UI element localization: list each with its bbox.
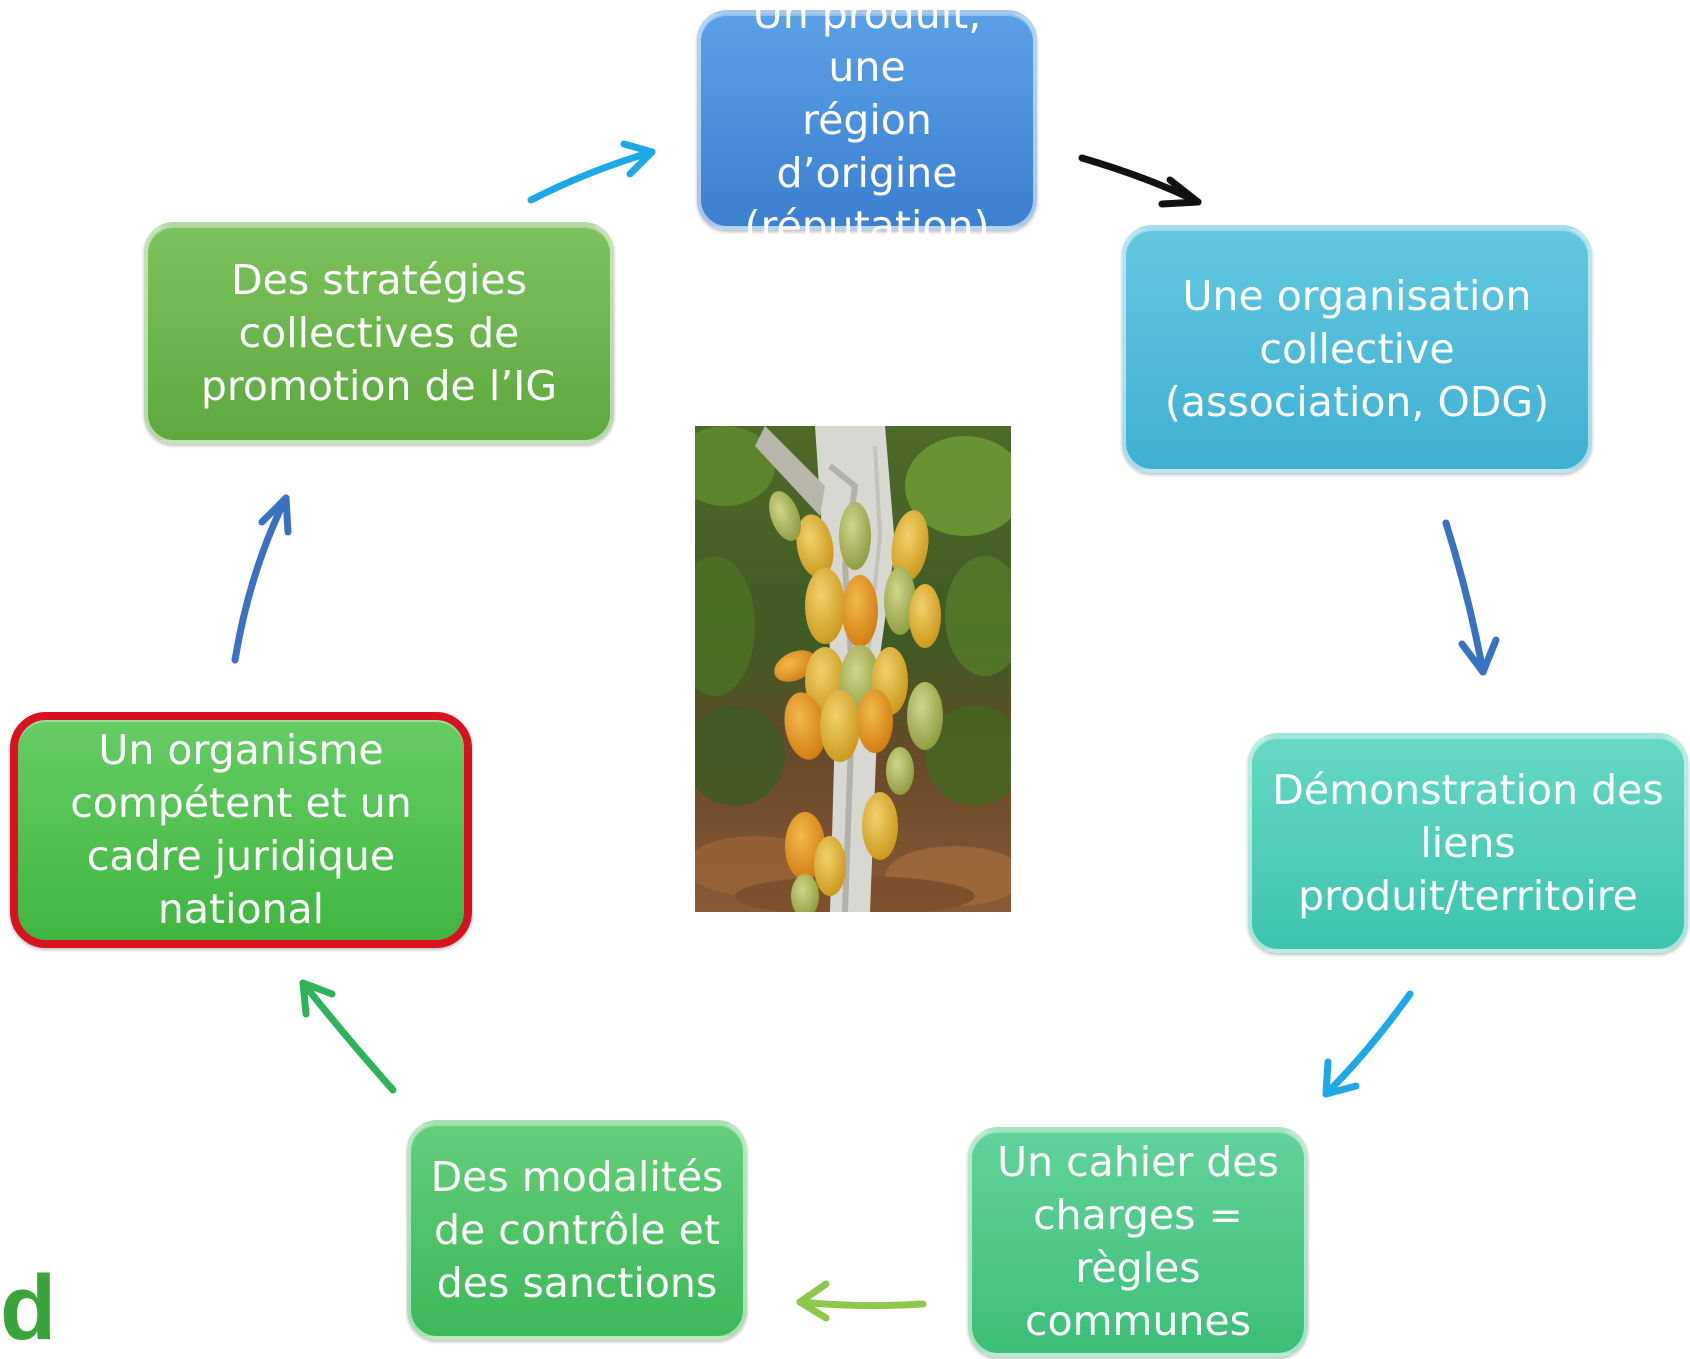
node-modalites-controle: Des modalités de contrôle et des sanctio… xyxy=(407,1120,747,1340)
node-produit-region-origine: Un produit, une région d’origine (réputa… xyxy=(697,0,1037,250)
arrow-organisme-to-strategies xyxy=(231,494,292,664)
node-strategies-collectives: Des stratégies collectives de promotion … xyxy=(144,222,614,444)
arrow-demonstration-to-cahier xyxy=(1322,990,1414,1098)
cacao-tree-photo xyxy=(695,426,1011,912)
arrow-cahier-to-controle xyxy=(796,1280,927,1322)
node-demonstration-liens: Démonstration des liens produit/territoi… xyxy=(1248,733,1688,953)
arrow-strategies-to-produit xyxy=(527,140,656,204)
node-organisation-collective: Une organisation collective (association… xyxy=(1122,225,1592,473)
logo-fragment: d xyxy=(0,1257,57,1359)
arrow-produit-to-organisation xyxy=(1078,154,1202,208)
node-cahier-des-charges: Un cahier des charges = règles communes xyxy=(968,1127,1308,1357)
arrow-controle-to-organisme xyxy=(299,979,397,1094)
arrow-organisation-to-demonstration xyxy=(1442,519,1500,676)
node-organisme-competent: Un organisme compétent et un cadre jurid… xyxy=(10,712,472,948)
